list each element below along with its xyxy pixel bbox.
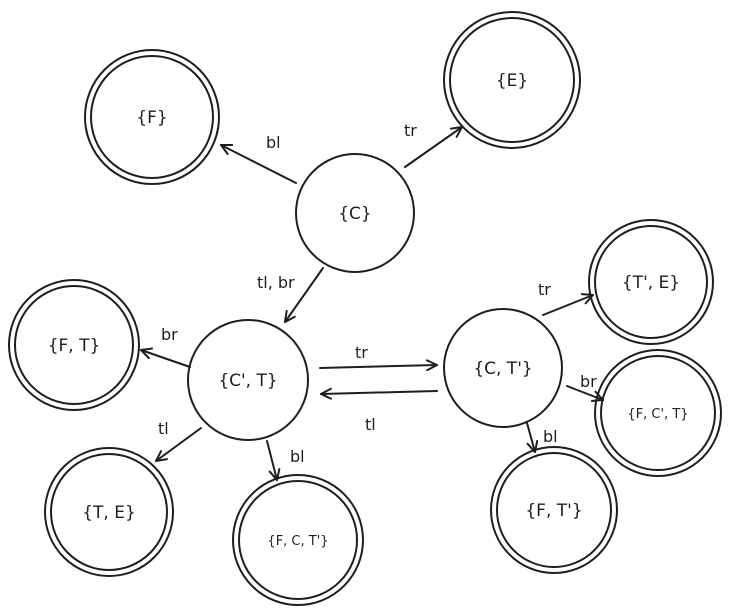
edge-label-tl: tl [158, 419, 169, 438]
accepting-state-node-tp-e: {T', E} [588, 219, 714, 345]
edge-c-tp-to-cp-t: tl [320, 387, 438, 434]
state-label: {E} [496, 71, 528, 91]
edge-label-bl: bl [543, 427, 558, 446]
edge-cp-t-to-f-t: br [140, 325, 191, 368]
state-node-c-tp: {C, T'} [443, 308, 563, 428]
edge-label-br: br [161, 325, 178, 344]
state-node-cp-t: {C', T} [187, 319, 309, 441]
state-label: {T, E} [82, 503, 136, 523]
edge-label-bl: bl [290, 447, 305, 466]
edge-c-to-e: tr [404, 121, 463, 168]
edge-label-tr: tr [355, 343, 368, 362]
edge-c-tp-to-f-tp: bl [526, 422, 558, 453]
state-label: {C', T} [218, 371, 277, 391]
accepting-state-node-e: {E} [443, 11, 581, 149]
edge-c-to-f: bl [220, 133, 297, 184]
state-label: {F, T} [48, 336, 101, 356]
edge-label-tl: tl [365, 415, 376, 434]
state-label: {F, C, T'} [267, 534, 328, 549]
edge-c-to-cp-t: tl, br [257, 267, 324, 323]
accepting-state-node-f: {F} [84, 49, 220, 185]
state-label: {F, T'} [525, 501, 582, 521]
accepting-state-node-f-c-tp: {F, C, T'} [232, 474, 364, 606]
edge-cp-t-to-c-tp: tr [319, 343, 438, 372]
accepting-state-node-f-tp: {F, T'} [490, 446, 618, 574]
edge-c-tp-to-tp-e: tr [538, 280, 594, 316]
edge-label-br: br [580, 372, 597, 391]
accepting-state-node-f-t: {F, T} [8, 279, 140, 411]
edge-label-tl-br: tl, br [257, 273, 295, 292]
edge-cp-t-to-f-c-tp: bl [266, 440, 305, 481]
state-label: {C, T'} [473, 359, 532, 379]
accepting-state-node-f-cp-t: {F, C', T} [594, 349, 722, 477]
edge-cp-t-to-t-e: tl [155, 419, 202, 462]
state-label: {T', E} [622, 273, 680, 293]
edge-label-tr: tr [538, 280, 551, 299]
state-node-c: {C} [295, 153, 415, 273]
edge-label-bl: bl [266, 133, 281, 152]
edge-label-tr: tr [404, 121, 417, 140]
state-label: {F, C', T} [627, 407, 688, 422]
state-label: {F} [136, 108, 167, 128]
state-label: {C} [338, 204, 372, 224]
accepting-state-node-t-e: {T, E} [44, 447, 174, 577]
